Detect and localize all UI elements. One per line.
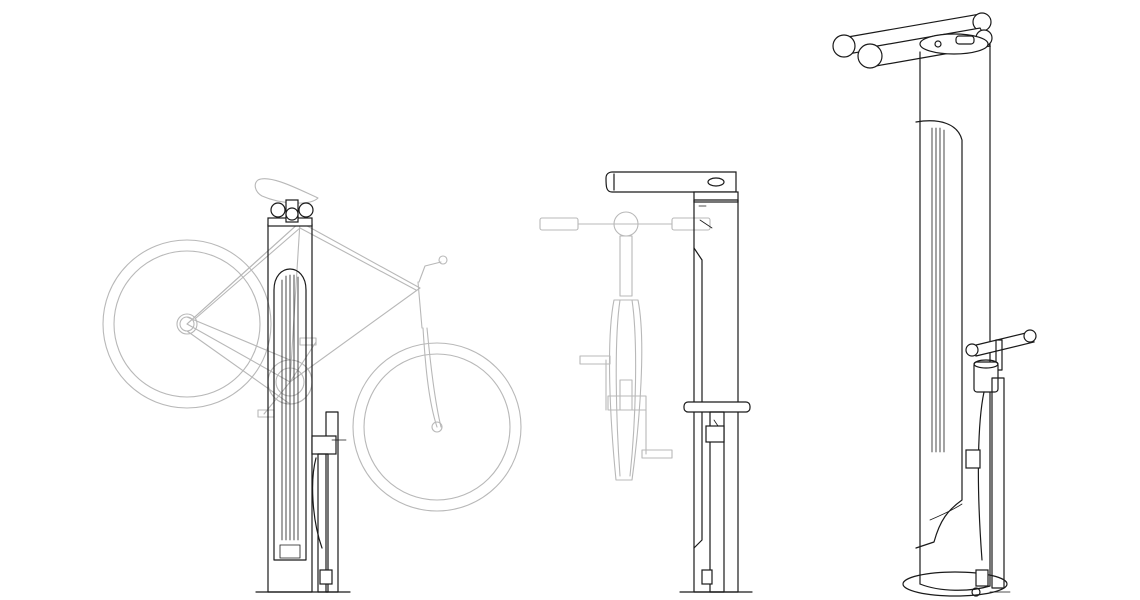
repair-stand-post-front xyxy=(605,171,753,593)
perspective-view xyxy=(832,12,1037,597)
top-clamp-arms xyxy=(832,12,993,69)
air-pump-side xyxy=(311,411,347,593)
bicycle-front-ghost xyxy=(539,211,711,481)
repair-stand-post-perspective xyxy=(902,43,1008,597)
bicycle-side-ghost xyxy=(102,178,522,512)
repair-stand-post-side xyxy=(255,199,351,593)
air-pump-perspective xyxy=(965,329,1037,597)
side-view-with-bicycle xyxy=(102,178,522,593)
front-view-with-bicycle xyxy=(539,171,753,593)
